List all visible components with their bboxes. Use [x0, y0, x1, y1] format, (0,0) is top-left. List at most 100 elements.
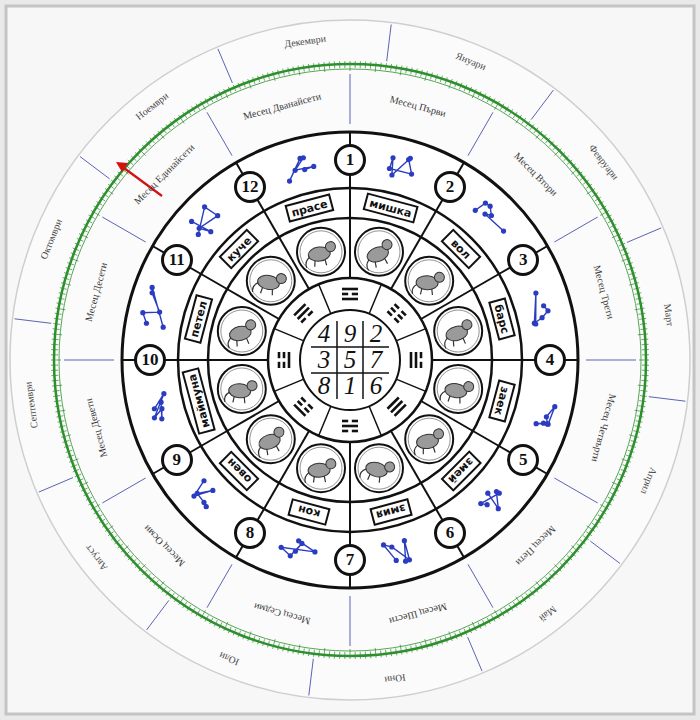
green-circle-inner — [59, 69, 641, 651]
star-dot — [287, 178, 292, 183]
yin-line — [352, 420, 358, 423]
month-divider — [147, 600, 169, 630]
trigram-divider — [319, 406, 331, 436]
wheel-label: 3 — [318, 346, 331, 374]
star-dot — [312, 549, 317, 554]
medallion-rim — [221, 368, 263, 410]
star-dot — [202, 204, 207, 209]
circle-ring — [509, 446, 538, 475]
animal-head — [245, 319, 257, 331]
callout-number: 5 — [519, 450, 528, 470]
yin-line — [398, 315, 402, 319]
star-dot — [402, 538, 407, 543]
callout-number: 3 — [519, 250, 528, 270]
star-dot — [159, 406, 164, 411]
constellation-line — [475, 203, 503, 231]
star-dot — [483, 200, 488, 205]
animal-figure — [440, 319, 476, 349]
month-divider — [649, 397, 686, 402]
number-spoke — [236, 163, 264, 211]
frame — [6, 6, 694, 714]
star-dot — [496, 506, 501, 511]
animal-figure — [359, 455, 395, 485]
yin-line — [420, 362, 423, 368]
lunar-month-divider — [207, 564, 232, 607]
animal-tail — [227, 338, 234, 349]
star-dot — [201, 478, 206, 483]
square-circle — [300, 310, 400, 410]
number-circle: 8 — [234, 517, 266, 549]
number-circle: 10 — [134, 344, 166, 376]
animal-tail — [413, 445, 419, 456]
animal-legs — [452, 338, 465, 347]
constellation-line — [194, 481, 213, 507]
star-dot — [302, 167, 307, 172]
ruler-tick — [323, 648, 325, 658]
animal-medallion — [297, 228, 345, 276]
animal-head — [433, 428, 444, 439]
star-dot — [144, 321, 149, 326]
animal-tail — [224, 392, 229, 402]
animal-head — [247, 380, 258, 391]
plate-rect — [442, 452, 481, 491]
trigram-divider — [396, 329, 426, 341]
grid-line — [336, 321, 338, 399]
trigram — [294, 397, 312, 415]
yin-line — [401, 311, 405, 315]
animal-medallion — [405, 257, 453, 305]
ruler-tick — [350, 649, 351, 659]
star-dot — [387, 166, 392, 171]
animal-tail — [359, 468, 366, 479]
animal-medallion — [355, 444, 403, 492]
yin-line — [420, 352, 423, 358]
animal-figure — [252, 269, 287, 297]
trigram — [342, 289, 358, 299]
animal-figure — [360, 238, 397, 270]
lunar-month-divider — [554, 217, 597, 242]
yang-line — [342, 298, 358, 301]
star-dot — [545, 308, 550, 313]
lunar-month-divider — [554, 478, 597, 503]
animal-medallion — [355, 228, 403, 276]
plate-rect — [220, 230, 258, 268]
animal-legs — [266, 445, 279, 455]
trigram — [294, 304, 312, 322]
callout-number: 6 — [446, 523, 455, 543]
wheel-label: 7 — [370, 346, 383, 374]
animal-medallion — [405, 415, 453, 463]
name-divider — [492, 359, 522, 361]
medallion-rim — [300, 447, 342, 489]
animal-tail — [257, 447, 265, 458]
star-dot — [152, 415, 157, 420]
constellation-line — [290, 158, 314, 181]
animal-figure — [440, 378, 475, 406]
name-divider — [201, 274, 227, 289]
animal-legs — [422, 447, 435, 455]
yin-line — [394, 318, 398, 322]
wheel-label: 1 — [344, 372, 357, 400]
yin-line — [278, 362, 281, 368]
ruler-tick — [52, 333, 62, 335]
trigram-divider — [396, 379, 426, 391]
animal-legs — [374, 258, 387, 268]
name-divider — [264, 211, 279, 237]
number-circle: 4 — [534, 344, 566, 376]
star-dot — [301, 155, 306, 160]
yin-line — [308, 404, 312, 408]
red-arrowhead — [116, 162, 128, 172]
animal-figure — [304, 459, 336, 483]
wheel-label: 6 — [370, 372, 383, 400]
yin-line — [352, 430, 358, 433]
number-spoke — [499, 446, 547, 474]
month-divider — [39, 478, 73, 492]
star-dot — [210, 488, 215, 493]
star-dot — [311, 164, 316, 169]
medallion-rim — [358, 231, 400, 273]
medallion-rim — [250, 418, 292, 460]
yang-line — [387, 397, 398, 408]
star-dot — [158, 400, 163, 405]
trigram-divider — [369, 284, 381, 314]
animal-tail — [305, 257, 311, 267]
ruler-tick — [639, 360, 649, 361]
star-dot — [473, 208, 478, 213]
